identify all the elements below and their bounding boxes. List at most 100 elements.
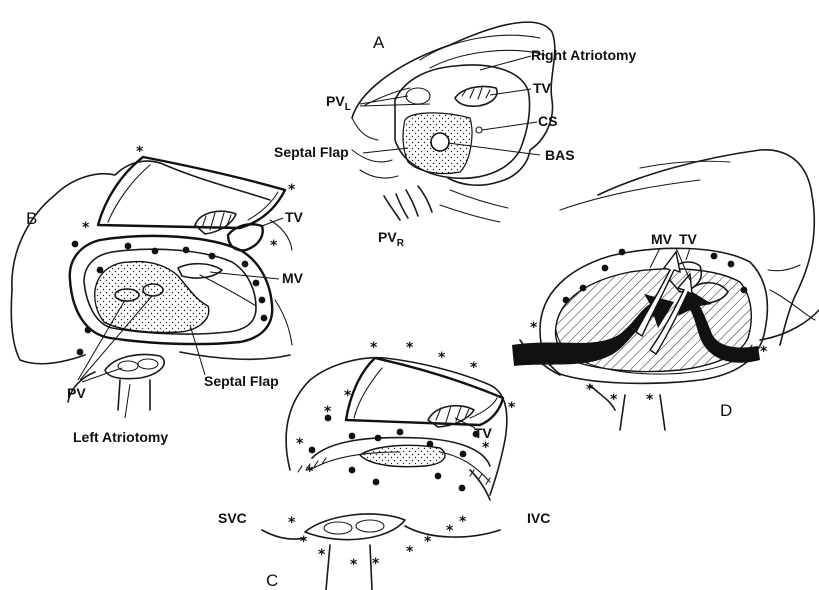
suture-dot (397, 429, 404, 436)
star-mark: * (586, 382, 594, 398)
panel-a-bas-hole (431, 133, 449, 151)
suture-dot (375, 435, 382, 442)
label-tv-d: TV (679, 231, 698, 247)
panel-a-tv-chords (462, 88, 490, 99)
suture-dot (459, 485, 466, 492)
star-mark: * (530, 320, 538, 336)
suture-dot (728, 261, 735, 268)
suture-dot (242, 261, 249, 268)
panel-c-atriotomy (305, 514, 405, 540)
label-septal-flap-a: Septal Flap (274, 144, 349, 160)
star-mark: * (288, 515, 296, 531)
label-tv-b: TV (285, 209, 304, 225)
star-mark: * (350, 557, 358, 573)
suture-dot (85, 327, 92, 334)
suture-dot (309, 447, 316, 454)
star-mark: * (610, 392, 618, 408)
star-mark: * (296, 436, 304, 452)
star-mark: * (300, 534, 308, 550)
star-mark: * (370, 340, 378, 356)
panel-d-top-lines (560, 161, 730, 210)
panel-d-right-lines (768, 265, 815, 320)
suture-dot (253, 280, 260, 287)
suture-dot (183, 247, 190, 254)
label-pvl: PVL (326, 93, 351, 113)
panel-b-atriotomy-oval-1 (118, 361, 138, 371)
panel-c-flap-top (346, 358, 503, 425)
panel-label-b: B (26, 209, 37, 228)
panel-c (262, 358, 507, 590)
panel-a-lower-lines (440, 190, 508, 222)
suture-dot (125, 243, 132, 250)
suture-dot (259, 297, 266, 304)
leader-tv-d-2 (686, 248, 690, 260)
leader-mv-d (650, 248, 660, 268)
suture-dot (427, 441, 434, 448)
star-mark: * (136, 144, 144, 160)
suture-dot (349, 433, 356, 440)
label-septal-flap-b: Septal Flap (204, 373, 279, 389)
panel-c-oval-2 (356, 520, 384, 532)
star-mark: * (508, 400, 516, 416)
star-mark: * (470, 360, 478, 376)
label-tv-c: TV (474, 425, 493, 441)
panel-b-left-atriotomy (105, 355, 164, 379)
star-mark: * (82, 220, 90, 236)
panel-a-tv-valve (455, 86, 497, 106)
star-mark: * (760, 344, 768, 360)
panel-label-c: C (266, 571, 278, 590)
label-bas: BAS (545, 147, 575, 163)
star-mark: * (482, 440, 490, 456)
star-mark: * (438, 350, 446, 366)
label-pvr: PVR (378, 229, 405, 249)
leader-tv-b (262, 218, 283, 226)
suture-dot (435, 473, 442, 480)
panel-a-left-vessels (352, 118, 398, 178)
star-mark: * (424, 534, 432, 550)
leader-cs (482, 122, 537, 130)
suture-dot (460, 451, 467, 458)
panel-b-flap-top (98, 157, 285, 228)
star-mark: * (344, 388, 352, 404)
label-tv-a: TV (533, 80, 552, 96)
star-mark: * (546, 358, 554, 374)
leader-left-atriotomy (125, 384, 130, 418)
label-mv-b: MV (282, 270, 304, 286)
suture-dot (563, 297, 570, 304)
panel-a (352, 22, 555, 222)
star-mark: * (406, 544, 414, 560)
star-mark: * (646, 392, 654, 408)
leader-septal-flap-b (190, 325, 205, 375)
label-svc: SVC (218, 510, 247, 526)
label-right-atriotomy: Right Atriotomy (531, 47, 636, 63)
suture-dot (261, 315, 268, 322)
label-cs: CS (538, 113, 557, 129)
panel-a-pvr-vessels (384, 186, 432, 220)
panel-c-septal-patch (360, 445, 445, 466)
label-pv-b: PV (67, 385, 86, 401)
leader-right-atriotomy (480, 56, 531, 70)
star-mark: * (318, 547, 326, 563)
suture-dot (97, 267, 104, 274)
star-mark: * (372, 556, 380, 572)
suture-dot (72, 241, 79, 248)
suture-dot (619, 249, 626, 256)
star-mark: * (446, 523, 454, 539)
label-left-atriotomy: Left Atriotomy (73, 429, 168, 445)
suture-dot (711, 253, 718, 260)
suture-dot (349, 467, 356, 474)
suture-dot (741, 287, 748, 294)
suture-dot (602, 265, 609, 272)
star-mark: * (288, 182, 296, 198)
panel-a-pvl-orifice (406, 88, 430, 104)
panel-a-top-lines (365, 35, 545, 105)
panel-label-d: D (720, 401, 732, 420)
panel-c-oval-1 (324, 522, 352, 534)
star-mark: * (324, 404, 332, 420)
star-mark: * (406, 340, 414, 356)
suture-dot (152, 248, 159, 255)
panel-b-atriotomy-oval-2 (138, 359, 158, 369)
panel-label-a: A (373, 33, 385, 52)
